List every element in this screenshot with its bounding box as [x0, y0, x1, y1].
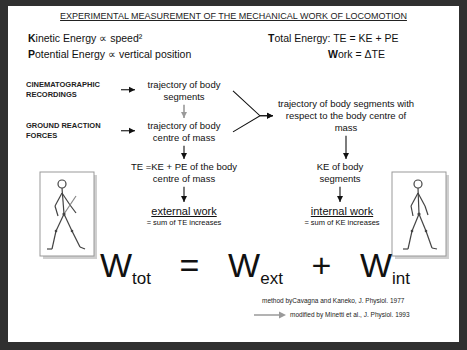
arrow-head — [337, 196, 343, 202]
equation-term: Wtot — [100, 246, 151, 285]
node-text: GROUND REACTION FORCES — [26, 121, 118, 141]
stick-walker — [403, 180, 437, 249]
node-text: CINEMATOGRAPHIC RECORDINGS — [26, 80, 118, 100]
arrow-head — [181, 112, 187, 118]
arrow-head — [267, 113, 273, 119]
flow-arrow — [233, 113, 273, 132]
flow-node: TE =KE + PE of the body centre of mass — [130, 161, 238, 185]
flow-arrow — [233, 91, 273, 119]
equation-symbol: = — [180, 246, 200, 284]
flow-node: trajectory of body centre of mass — [138, 120, 230, 144]
equation-subscript: tot — [132, 269, 151, 288]
equation-symbol: W — [360, 246, 392, 284]
energy-note: Potential Energy ∝ vertical position — [28, 48, 191, 60]
flow-node: trajectory of body segments with respect… — [276, 98, 416, 134]
flow-arrow — [181, 187, 187, 202]
arrow-head — [129, 87, 135, 93]
modification-arrow — [254, 312, 286, 319]
equation-subscript: ext — [260, 269, 283, 288]
flow-arrow — [343, 136, 349, 159]
equation-term: = — [180, 246, 200, 285]
flow-node: trajectory of body segments — [138, 79, 230, 103]
node-subtext: = sum of KE increases — [298, 218, 386, 228]
flow-arrow — [181, 105, 187, 118]
equation-symbol: W — [100, 246, 132, 284]
flow-arrow — [337, 187, 343, 202]
arrow-head — [181, 196, 187, 202]
energy-note: Work = ΔTE — [328, 48, 385, 60]
equation-symbol: W — [228, 246, 260, 284]
equation-symbol: + — [311, 246, 331, 284]
reference-note: modified by Minetti et al., J. Physiol. … — [290, 311, 410, 318]
flow-arrow — [121, 128, 135, 134]
flow-arrow — [181, 146, 187, 159]
arrow-head — [181, 153, 187, 159]
arrow-head — [343, 153, 349, 159]
node-text: trajectory of body segments with respect… — [276, 98, 416, 134]
node-text: trajectory of body centre of mass — [138, 120, 230, 144]
arrow-head — [129, 128, 135, 134]
equation-term: Wext — [228, 246, 283, 285]
node-text: internal work — [298, 204, 386, 218]
flow-node: KE of body segments — [300, 161, 380, 185]
node-text: TE =KE + PE of the body centre of mass — [130, 161, 238, 185]
arrow-line — [233, 91, 273, 116]
energy-note: Kinetic Energy ∝ speed² — [28, 32, 142, 44]
node-text: KE of body segments — [300, 161, 380, 185]
flow-node: GROUND REACTION FORCES — [26, 121, 118, 141]
node-text: trajectory of body segments — [138, 79, 230, 103]
figure-frame — [392, 172, 446, 256]
equation-term: + — [311, 246, 331, 285]
flow-node: CINEMATOGRAPHIC RECORDINGS — [26, 80, 118, 100]
stick-walker — [47, 180, 85, 249]
node-subtext: = sum of TE increases — [140, 218, 228, 228]
slide-title: EXPERIMENTAL MEASUREMENT OF THE MECHANIC… — [8, 11, 459, 21]
reference-note: method byCavagna and Kaneko, J. Physiol.… — [262, 297, 404, 304]
energy-note: Total Energy: TE = KE + PE — [268, 32, 399, 44]
equation-subscript: int — [392, 269, 410, 288]
figure-frame — [40, 172, 94, 256]
flow-node: internal work= sum of KE increases — [298, 204, 386, 228]
flow-node: external work= sum of TE increases — [140, 204, 228, 228]
equation-term: Wint — [360, 246, 410, 285]
arrow-head — [267, 113, 273, 119]
work-equation: Wtot = Wext + Wint — [100, 246, 410, 285]
flow-arrow — [121, 87, 135, 93]
node-text: external work — [140, 204, 228, 218]
